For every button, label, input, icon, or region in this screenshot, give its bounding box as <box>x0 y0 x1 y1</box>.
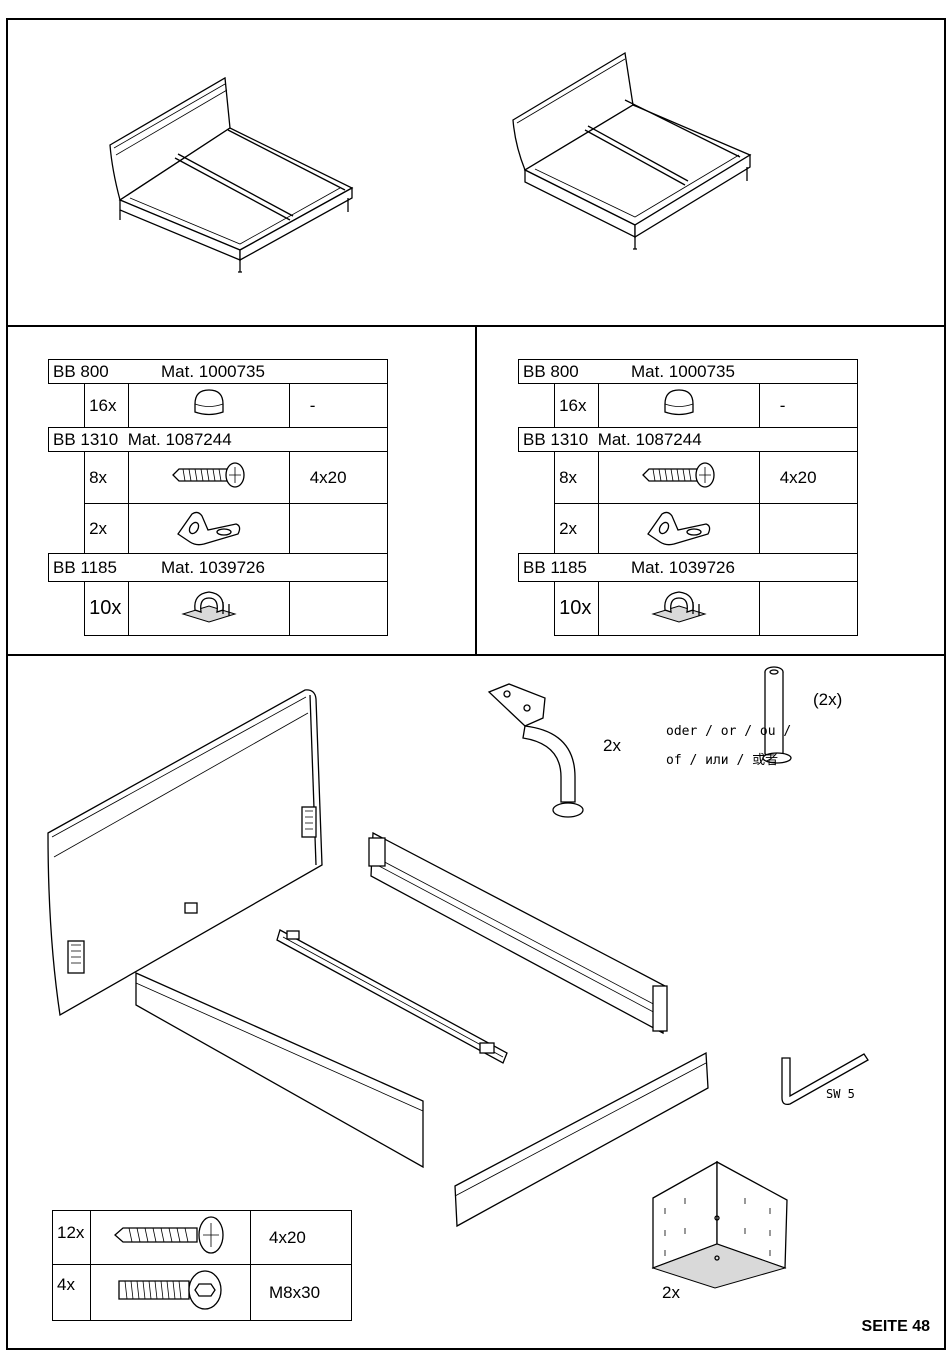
divider-vertical <box>475 325 477 656</box>
bent-leg-illustration <box>485 682 595 832</box>
group-mat: Mat. 1039726 <box>161 558 265 578</box>
cap-icon <box>192 386 226 420</box>
group-code: BB 800 <box>523 362 631 382</box>
part-image-cell <box>91 1265 251 1321</box>
qty-cell: 4x <box>53 1265 91 1321</box>
angle-bracket-icon <box>174 506 244 546</box>
hardware-table: 12x 4x20 4x M8x30 <box>52 1210 352 1321</box>
clip-icon <box>649 586 709 626</box>
group-code: BB 1310 <box>523 430 588 449</box>
part-image-cell <box>129 504 289 554</box>
size-cell: - <box>759 384 857 428</box>
size-cell: 4x20 <box>251 1211 352 1265</box>
hex-bolt-icon <box>111 1269 231 1311</box>
part-image-cell <box>129 384 289 428</box>
size-cell: 4x20 <box>289 452 387 504</box>
size-cell: M8x30 <box>251 1265 352 1321</box>
size-cell: 4x20 <box>759 452 857 504</box>
group-mat: Mat. 1000735 <box>631 362 735 382</box>
straight-leg-qty: (2x) <box>813 690 842 710</box>
hex-key-label: SW 5 <box>826 1087 855 1101</box>
angle-bracket-icon <box>644 506 714 546</box>
bed-variant-2-illustration <box>505 45 775 255</box>
qty-cell: 16x <box>85 384 129 428</box>
group-code: BB 1185 <box>53 558 161 578</box>
cap-icon <box>662 386 696 420</box>
side-rail-right-illustration <box>365 828 675 1038</box>
group-mat: Mat. 1039726 <box>631 558 735 578</box>
group-code: BB 1310 <box>53 430 118 449</box>
group-header: BB 1310 Mat. 1087244 <box>519 428 858 452</box>
part-image-cell <box>91 1211 251 1265</box>
qty-cell: 10x <box>555 582 599 636</box>
bent-leg-qty: 2x <box>603 736 621 756</box>
hex-key-icon <box>778 1048 878 1113</box>
page-number: SEITE 48 <box>862 1318 930 1336</box>
group-mat: Mat. 1087244 <box>128 430 232 449</box>
part-image-cell <box>599 582 759 636</box>
bed-variant-1-illustration <box>100 70 370 280</box>
qty-cell: 10x <box>85 582 129 636</box>
qty-cell: 2x <box>555 504 599 554</box>
corner-bracket-qty: 2x <box>662 1283 680 1303</box>
wood-screw-icon <box>111 1214 231 1256</box>
qty-cell: 16x <box>555 384 599 428</box>
group-code: BB 1185 <box>523 558 631 578</box>
corner-bracket-illustration <box>645 1158 795 1293</box>
part-image-cell <box>599 504 759 554</box>
screw-icon <box>169 460 249 490</box>
screw-icon <box>639 460 719 490</box>
group-code: BB 800 <box>53 362 161 382</box>
qty-cell: 8x <box>85 452 129 504</box>
part-image-cell <box>129 582 289 636</box>
clip-icon <box>179 586 239 626</box>
leg-alternative-text-2: of / или / 或者 <box>666 749 778 768</box>
part-image-cell <box>599 452 759 504</box>
part-image-cell <box>129 452 289 504</box>
group-mat: Mat. 1087244 <box>598 430 702 449</box>
qty-cell: 2x <box>85 504 129 554</box>
group-header: BB 1310 Mat. 1087244 <box>49 428 388 452</box>
qty-cell: 8x <box>555 452 599 504</box>
part-image-cell <box>599 384 759 428</box>
leg-alternative-text-1: oder / or / ou / <box>666 724 791 739</box>
qty-cell: 12x <box>53 1211 91 1265</box>
group-mat: Mat. 1000735 <box>161 362 265 382</box>
size-cell: - <box>289 384 387 428</box>
